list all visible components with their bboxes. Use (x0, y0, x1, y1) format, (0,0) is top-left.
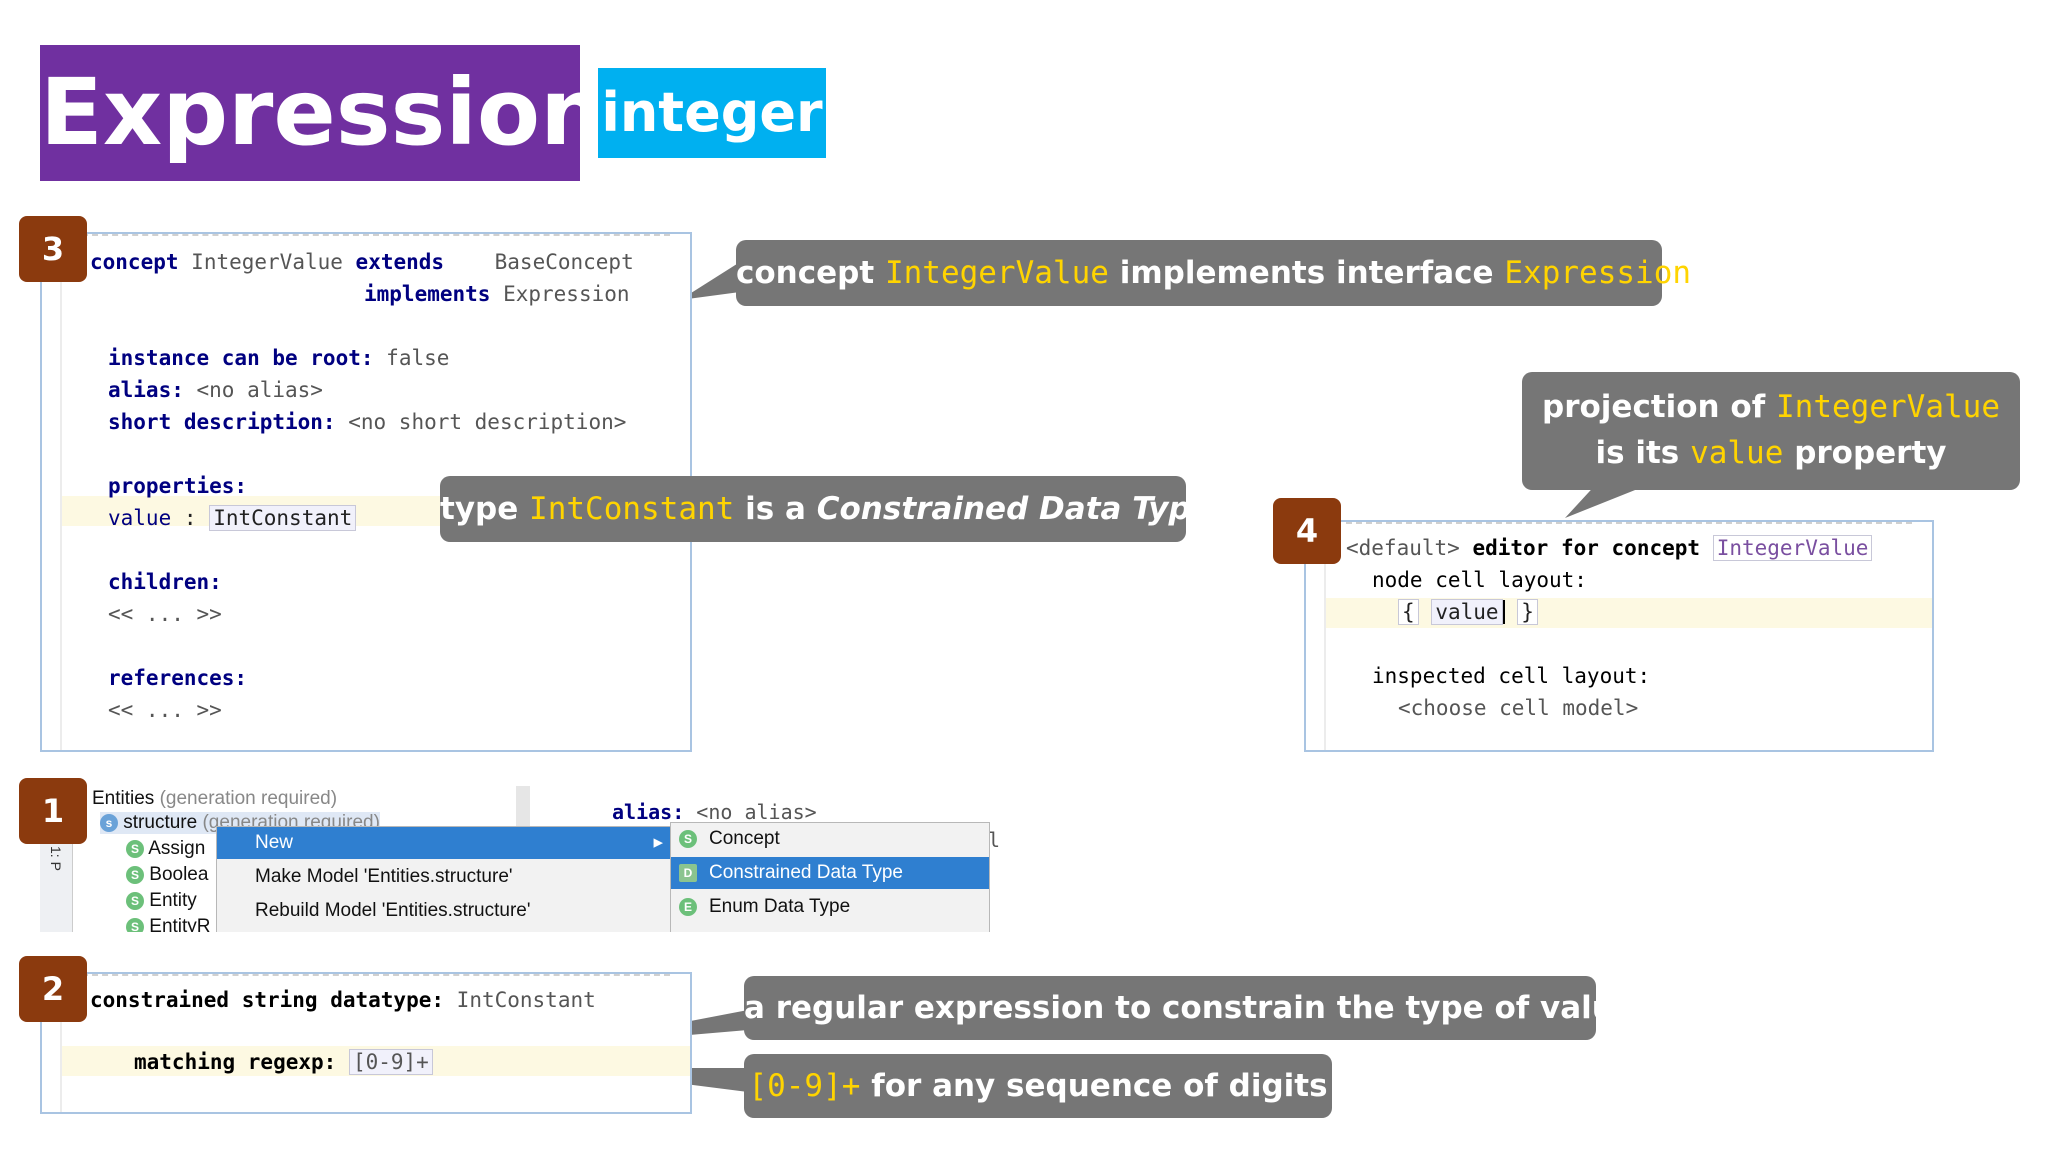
inspected-layout-label: inspected cell layout: (1372, 664, 1651, 688)
implements-keyword: implements (364, 282, 491, 306)
concept-icon: S (679, 830, 697, 848)
current-line-highlight-4 (1326, 598, 1932, 628)
concept-name[interactable]: IntegerValue (191, 250, 343, 274)
root-keyword: instance can be root: (108, 346, 374, 370)
datatype-name[interactable]: IntConstant (456, 988, 596, 1012)
root-value[interactable]: false (386, 346, 450, 370)
interface-expression[interactable]: Expression (503, 282, 630, 306)
choose-cell-model[interactable]: <choose cell model> (1398, 696, 1639, 720)
editor-gutter (42, 234, 62, 750)
concept-icon: S (126, 839, 144, 858)
step-badge-3: 3 (19, 216, 87, 282)
alias-keyword: alias: (108, 378, 184, 402)
brace-open-cell[interactable]: { (1398, 599, 1419, 625)
value-cell[interactable]: value (1431, 599, 1503, 625)
properties-header: properties: (108, 474, 248, 498)
regexp-keyword: matching regexp: (134, 1050, 337, 1074)
concept-icon: S (126, 917, 144, 932)
node-cell-layout-label: node cell layout: (1372, 568, 1587, 592)
faded-header (82, 234, 670, 239)
tree-item[interactable]: S Entity (126, 890, 197, 912)
structure-model-icon: s (100, 813, 118, 832)
callout-digit-sequence: [0-9]+ for any sequence of digits (744, 1054, 1332, 1118)
editor-gutter-4 (1306, 522, 1326, 750)
tree-item[interactable]: S Boolea (126, 864, 208, 886)
background-alias-line: alias: <no alias> (612, 800, 817, 824)
root-line: instance can be root: false (108, 346, 449, 370)
references-placeholder[interactable]: << ... >> (108, 698, 222, 722)
menu-item-new[interactable]: New▸ (217, 827, 671, 859)
concept-icon: S (126, 865, 144, 884)
brace-close-cell[interactable]: } (1517, 599, 1538, 625)
faded-header-2 (82, 974, 670, 979)
alias-line: alias: <no alias> (108, 378, 323, 402)
callout-constrained-type: type IntConstant is a Constrained Data T… (440, 476, 1212, 542)
regexp-value[interactable]: [0-9]+ (348, 1049, 433, 1075)
children-placeholder[interactable]: << ... >> (108, 602, 222, 626)
description-line: short description: <no short description… (108, 410, 626, 434)
base-concept[interactable]: BaseConcept (494, 250, 634, 274)
concept-icon: S (126, 891, 144, 910)
editor-concept-name[interactable]: IntegerValue (1712, 535, 1873, 561)
cell-layout-line: { value } (1398, 599, 1538, 625)
editor-definition-panel: <default> editor for concept IntegerValu… (1304, 520, 1934, 752)
regexp-line: matching regexp: [0-9]+ (134, 1049, 433, 1075)
property-separator: : (183, 506, 197, 530)
datatype-keyword: constrained string datatype: (90, 988, 445, 1012)
step-badge-1: 1 (19, 778, 87, 844)
enum-icon: E (679, 898, 697, 916)
datatype-icon: D (679, 864, 697, 882)
property-type[interactable]: IntConstant (209, 505, 357, 531)
datatype-declaration-line: constrained string datatype: IntConstant (90, 988, 596, 1012)
step-badge-2: 2 (19, 956, 87, 1022)
extends-keyword: extends (355, 250, 445, 274)
description-keyword: short description: (108, 410, 336, 434)
description-value[interactable]: <no short description> (348, 410, 627, 434)
concept-declaration-line: concept IntegerValue extends BaseConcept (90, 250, 634, 274)
tool-window-tab[interactable]: 1: P (48, 846, 64, 871)
references-header: references: (108, 666, 248, 690)
title-expressions: Expressions (40, 45, 660, 181)
tree-root-item[interactable]: Entities (generation required) (92, 788, 338, 809)
concept-keyword: concept (90, 250, 179, 274)
property-name[interactable]: value (108, 506, 172, 530)
context-menu: New▸ Make Model 'Entities.structure' Reb… (216, 826, 672, 932)
faded-header-4 (1346, 522, 1912, 527)
tree-item[interactable]: S Assign (126, 838, 205, 860)
children-header: children: (108, 570, 222, 594)
editor-declaration-line: <default> editor for concept IntegerValu… (1346, 535, 1873, 561)
step-badge-4: 4 (1273, 498, 1341, 564)
menu-item-make-model[interactable]: Make Model 'Entities.structure' (255, 866, 513, 887)
subtitle-integer: integer (598, 68, 826, 158)
alias-value[interactable]: <no alias> (196, 378, 323, 402)
background-fragment: le (988, 828, 1000, 852)
tree-item[interactable]: S EntityR (126, 916, 211, 932)
callout-implements-interface: concept IntegerValue implements interfac… (736, 240, 1691, 306)
datatype-editor-panel: constrained string datatype: IntConstant… (40, 972, 692, 1114)
callout-regular-expression: a regular expression to constrain the ty… (744, 976, 1635, 1040)
callout-projection: projection of IntegerValue is its value … (1522, 372, 2020, 490)
project-tree-panel: 1: P Entities (generation required) s st… (40, 786, 1000, 932)
editor-for-keyword: editor for concept (1472, 536, 1701, 560)
default-tag[interactable]: <default> (1346, 536, 1460, 560)
menu-item-rebuild-model[interactable]: Rebuild Model 'Entities.structure' (255, 900, 531, 921)
submenu-arrow-icon: ▸ (653, 832, 663, 853)
property-value-line: value : IntConstant (108, 505, 357, 531)
editor-gutter-2 (42, 974, 62, 1112)
implements-line: implements Expression (364, 282, 630, 306)
